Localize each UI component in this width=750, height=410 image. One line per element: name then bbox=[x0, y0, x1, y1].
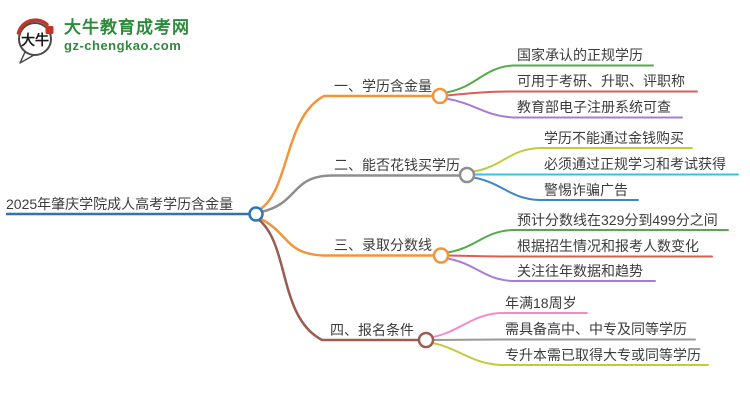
branch-4-label: 四、报名条件 bbox=[330, 322, 414, 338]
connector-leaf-1-3 bbox=[445, 97, 683, 119]
branch-node-4 bbox=[417, 331, 435, 349]
leaf-3-1-label: 预计分数线在329分到499分之间 bbox=[517, 212, 718, 228]
leaf-1-3-label: 教育部电子注册系统可查 bbox=[517, 99, 671, 115]
branch-3-label: 三、录取分数线 bbox=[334, 237, 432, 253]
branch-node-3 bbox=[432, 247, 450, 264]
site-logo: 大牛 大牛教育成考网 gz-chengkao.com bbox=[12, 12, 190, 66]
logo-title: 大牛教育成考网 bbox=[64, 18, 190, 37]
leaf-2-2-label: 必须通过正规学习和考试获得 bbox=[544, 156, 726, 172]
connector-leaf-1-2 bbox=[446, 90, 698, 97]
connector-leaf-4-3 bbox=[431, 342, 709, 366]
leaf-1-2-label: 可用于考研、升职、评职称 bbox=[517, 73, 685, 89]
branch-node-1 bbox=[431, 87, 449, 105]
trunk-branch-2 bbox=[259, 174, 461, 214]
leaf-2-1-label: 学历不能通过金钱购买 bbox=[544, 130, 684, 146]
leaf-3-2-label: 根据招生情况和报考人数变化 bbox=[517, 238, 699, 254]
connector-leaf-3-3 bbox=[446, 257, 656, 282]
leaf-2-3-label: 警惕诈骗广告 bbox=[544, 182, 628, 198]
central-topic-label: 2025年肇庆学院成人高考学历含金量 bbox=[6, 196, 234, 212]
central-node bbox=[248, 206, 264, 222]
logo-icon-text: 大牛 bbox=[21, 32, 49, 48]
branch-node-2 bbox=[458, 166, 476, 184]
trunk-branch-1 bbox=[257, 94, 435, 212]
daniu-bubble-icon: 大牛 bbox=[16, 18, 54, 64]
leaf-3-3-label: 关注往年数据和趋势 bbox=[517, 263, 643, 279]
leaf-4-3-label: 专升本需已取得大专或同等学历 bbox=[505, 347, 701, 363]
trunk-branch-3 bbox=[257, 216, 435, 257]
connector-leaf-2-3 bbox=[472, 176, 639, 201]
branch-1-label: 一、学历含金量 bbox=[334, 78, 432, 94]
leaf-1-1-label: 国家承认的正规学历 bbox=[517, 47, 643, 63]
connector-leaf-1-1 bbox=[445, 64, 654, 94]
connector-leaf-4-1 bbox=[431, 312, 588, 338]
trunk-branch-4 bbox=[256, 217, 420, 342]
connector-leaf-3-2 bbox=[447, 254, 713, 258]
connector-leaf-4-2 bbox=[432, 338, 696, 341]
leaf-4-1-label: 年满18周岁 bbox=[505, 295, 577, 311]
logo-url: gz-chengkao.com bbox=[64, 38, 182, 53]
branch-2-label: 二、能否花钱买学历 bbox=[334, 157, 460, 173]
connector-leaf-2-1 bbox=[472, 147, 693, 173]
connector-leaf-3-1 bbox=[446, 229, 729, 254]
leaf-4-2-label: 需具备高中、中专及同等学历 bbox=[505, 321, 687, 337]
